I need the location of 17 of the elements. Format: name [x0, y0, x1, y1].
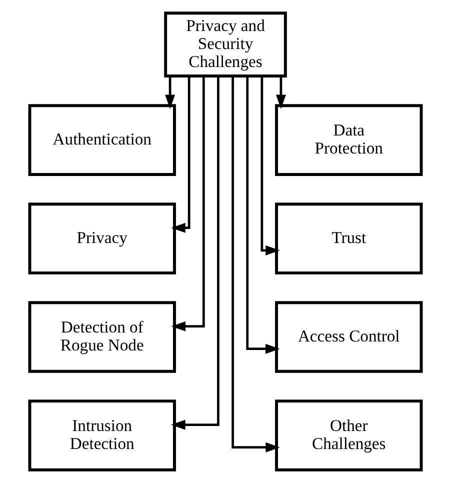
arrow — [171, 76, 190, 233]
node-box: Data Protection — [275, 104, 423, 176]
arrow — [246, 76, 280, 354]
node-box: Privacy — [28, 202, 176, 274]
node-box: Trust — [275, 202, 423, 274]
node-box: Authentication — [28, 104, 176, 176]
node-box: Access Control — [275, 301, 423, 373]
arrow — [165, 76, 176, 110]
node-box: Detection of Rogue Node — [28, 301, 176, 373]
arrow — [232, 76, 280, 452]
arrow — [260, 76, 280, 256]
node-box: Privacy and Security Challenges — [164, 12, 287, 78]
arrow — [276, 76, 286, 110]
arrow — [171, 76, 220, 430]
node-box: Other Challenges — [275, 400, 423, 472]
arrow — [171, 76, 205, 332]
node-box: Intrusion Detection — [28, 400, 176, 472]
